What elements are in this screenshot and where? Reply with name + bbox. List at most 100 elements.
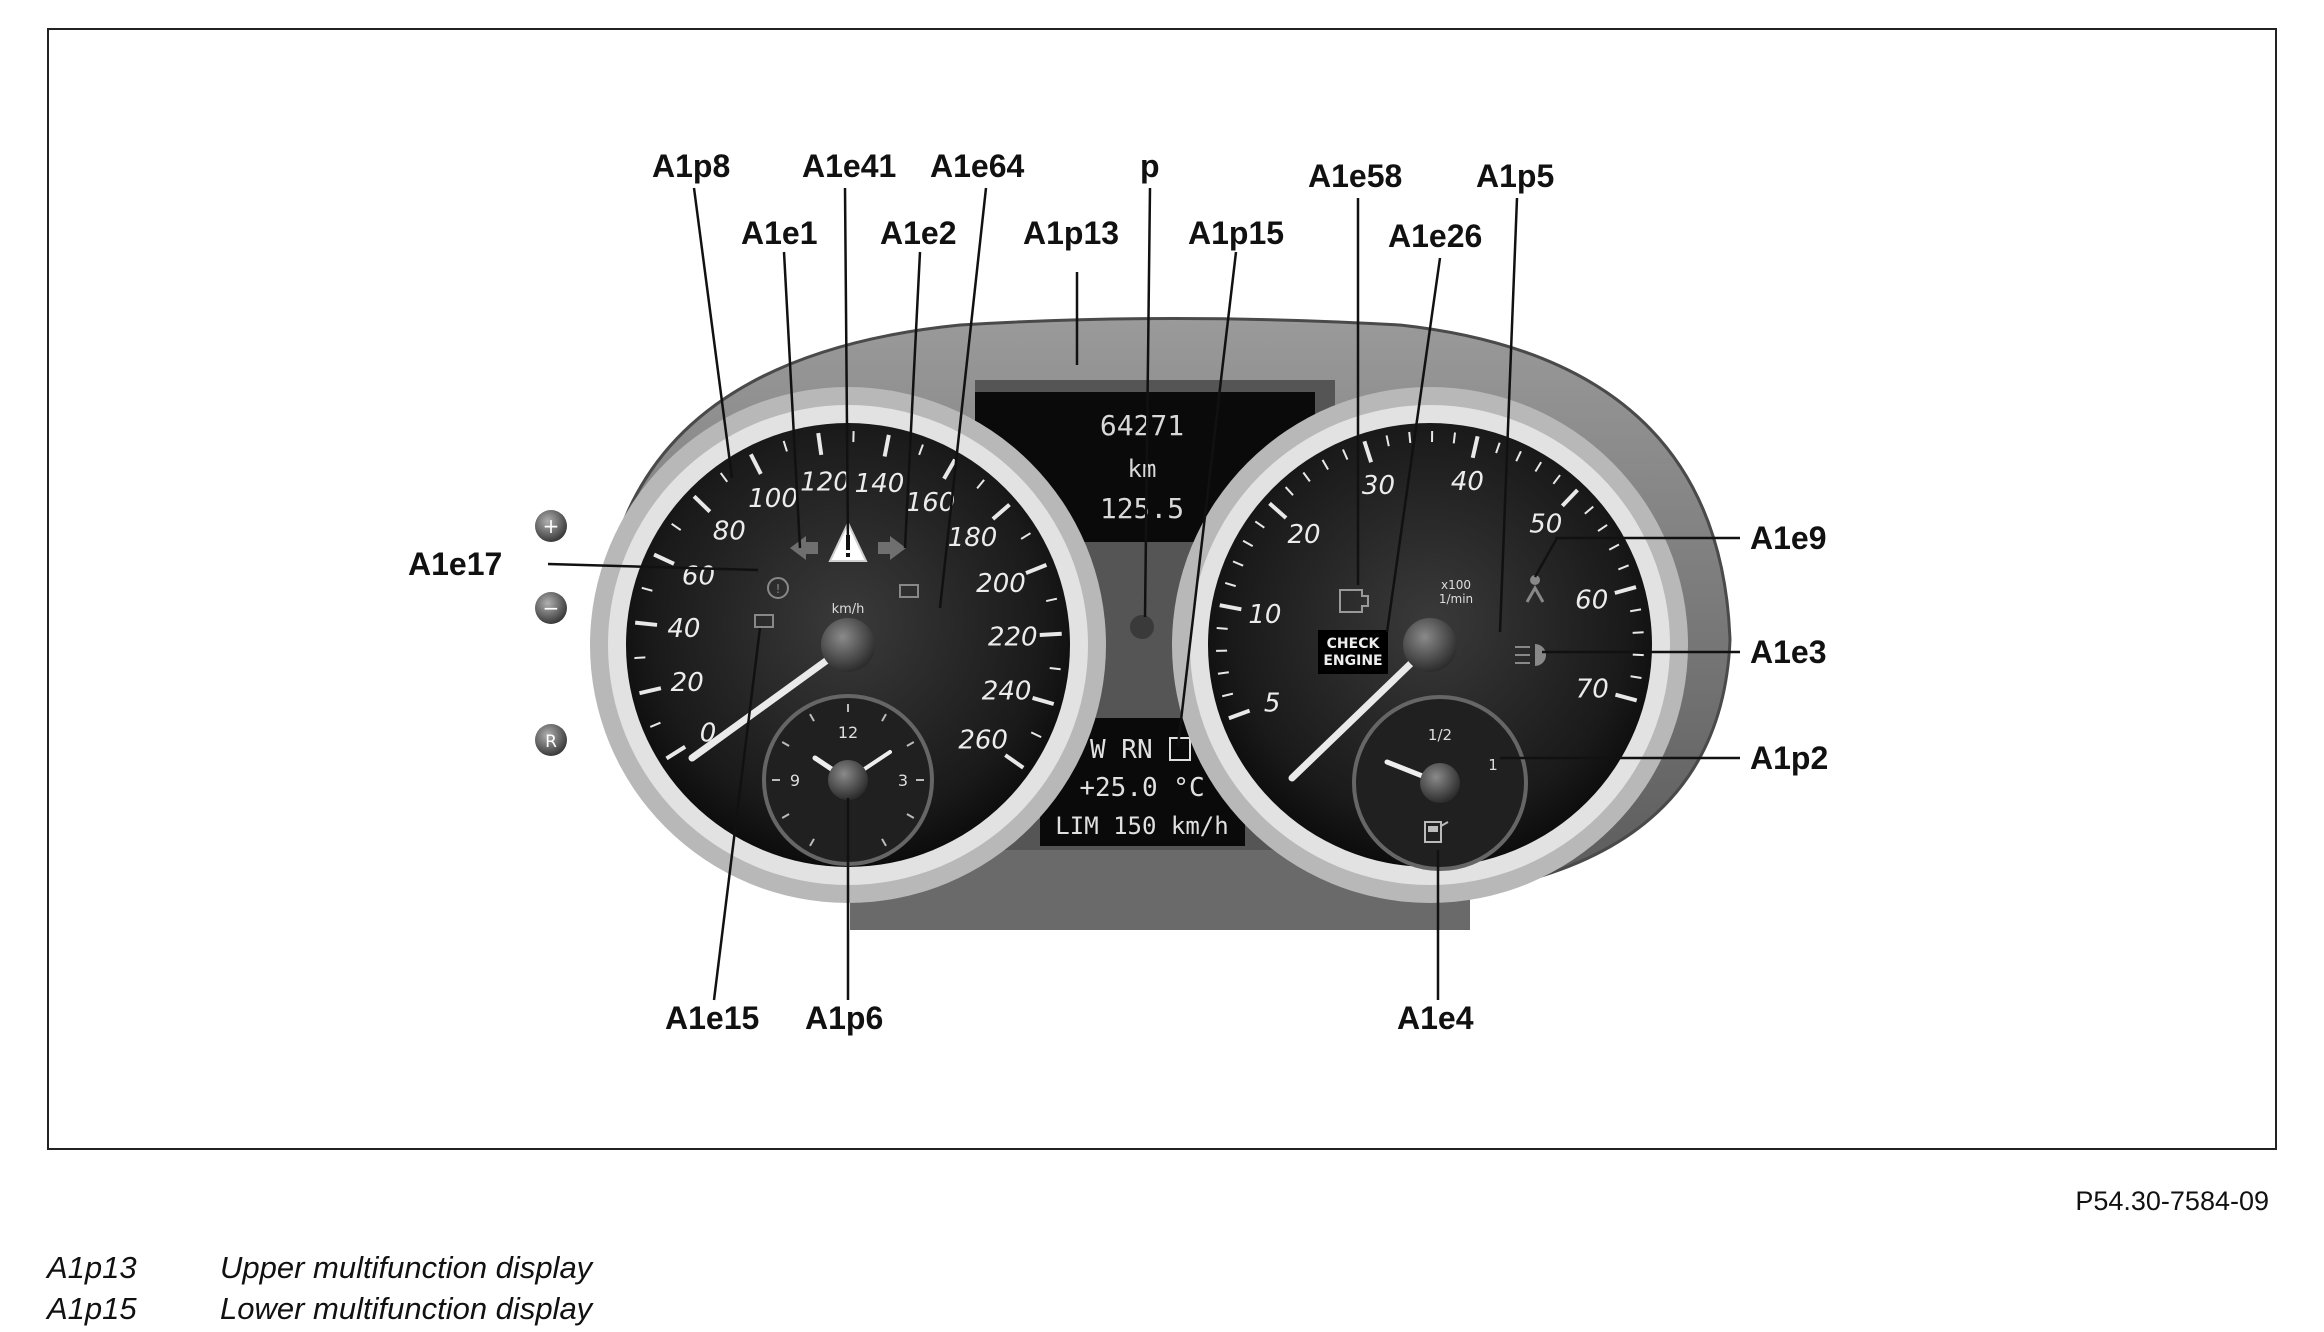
- callout-A1e15: A1e15: [665, 1000, 760, 1036]
- speedometer-scale-label: 160: [906, 488, 956, 518]
- speedometer-scale-label: 20: [671, 668, 704, 698]
- tachometer-scale-tick: [1228, 708, 1251, 721]
- tachometer-scale-tick: [1242, 539, 1254, 548]
- fuel-label-half: 1/2: [1428, 726, 1452, 744]
- speedometer-scale-tick: [671, 522, 682, 531]
- tachometer-scale-tick: [1342, 449, 1349, 460]
- speedometer-scale-label: 140: [855, 469, 905, 499]
- tachometer-scale-label: 60: [1575, 585, 1608, 615]
- callout-A1e17: A1e17: [408, 546, 503, 582]
- trip-value: 125.5: [1100, 492, 1184, 525]
- speedometer-scale-tick: [1039, 631, 1062, 637]
- tachometer-scale-label: 20: [1287, 520, 1320, 550]
- legend-code: A1p15: [47, 1291, 137, 1326]
- clock-tick: [809, 838, 815, 847]
- reset-button[interactable]: R: [535, 724, 567, 756]
- tachometer-scale-tick: [1216, 626, 1228, 630]
- clock-label-12: 12: [838, 723, 858, 742]
- tachometer-unit-bottom: 1/min: [1439, 592, 1473, 606]
- tachometer-scale-tick: [1495, 442, 1501, 454]
- tachometer-scale-label: 70: [1576, 674, 1609, 704]
- esp-icon: [899, 584, 919, 598]
- lower-display-line1: W RN: [1090, 735, 1153, 765]
- tachometer-scale-label: 40: [1451, 467, 1484, 497]
- speedometer-scale-tick: [918, 444, 924, 456]
- callout-A1e3: A1e3: [1750, 634, 1827, 670]
- legend-code: A1p13: [47, 1250, 137, 1285]
- callout-A1e4: A1e4: [1397, 1000, 1474, 1036]
- speedometer-scale-tick: [665, 745, 687, 761]
- tachometer-scale-tick: [1217, 671, 1229, 675]
- speedometer-scale-tick: [882, 434, 891, 457]
- callout-A1e1: A1e1: [741, 215, 818, 251]
- tachometer-scale-tick: [1219, 603, 1242, 612]
- speedometer-hub: [821, 618, 875, 672]
- speedometer-scale-label: 100: [748, 484, 798, 514]
- tachometer-scale-tick: [1284, 486, 1294, 496]
- clock-label-9: 9: [790, 771, 800, 790]
- tachometer-scale-tick: [1632, 631, 1644, 634]
- check-engine-icon: [1339, 589, 1369, 613]
- plus-button[interactable]: +: [535, 510, 567, 542]
- speedometer-scale-tick: [1049, 666, 1061, 671]
- tachometer-scale-label: 5: [1264, 688, 1281, 718]
- fuel-gauge: 1/2 1: [1352, 695, 1528, 871]
- tachometer-scale-tick: [1630, 608, 1642, 613]
- speedometer-scale-tick: [976, 479, 985, 489]
- tachometer-scale-tick: [1385, 435, 1390, 447]
- abs-icon: [754, 614, 774, 628]
- seatbelt-icon: [1525, 575, 1545, 603]
- speedometer-scale-label: 180: [948, 523, 998, 553]
- tachometer-scale-tick: [1560, 488, 1579, 508]
- speedometer-scale-tick: [816, 432, 824, 456]
- clock-tick: [906, 741, 915, 747]
- leader-lines: [547, 187, 1740, 1001]
- tachometer-scale-tick: [1618, 564, 1629, 571]
- tachometer-scale-tick: [1515, 450, 1522, 462]
- odometer-unit: km: [1128, 455, 1157, 483]
- speedometer-scale-tick: [1030, 731, 1042, 739]
- speedometer-scale-tick: [639, 686, 662, 696]
- tachometer-scale-tick: [1268, 501, 1288, 520]
- tachometer-unit-top: x100: [1441, 578, 1471, 592]
- speedometer-scale-label: 220: [988, 622, 1038, 652]
- fuel-pump-icon: [1424, 821, 1449, 843]
- reset-pin-p: [1130, 615, 1154, 639]
- tachometer-scale-label: 50: [1529, 509, 1562, 539]
- tachometer-hub: [1403, 618, 1457, 672]
- speedometer-scale-tick: [1025, 562, 1048, 575]
- tachometer-scale-label: 30: [1362, 471, 1395, 501]
- tachometer-scale-tick: [1552, 474, 1561, 485]
- callout-A1e64: A1e64: [930, 148, 1025, 184]
- tachometer-scale-tick: [1614, 692, 1638, 703]
- callout-A1p6: A1p6: [805, 1000, 884, 1036]
- tachometer-scale-tick: [1614, 585, 1637, 595]
- tachometer-scale-tick: [1470, 435, 1480, 459]
- speedometer-scale-tick: [634, 620, 658, 627]
- clock-tick: [881, 838, 887, 847]
- callout-A1p15: A1p15: [1188, 215, 1285, 251]
- clock-tick: [781, 741, 790, 747]
- speedometer-unit: km/h: [832, 602, 865, 617]
- speedometer-scale-label: 240: [982, 676, 1032, 706]
- tachometer-scale-label: 10: [1248, 600, 1281, 630]
- callout-A1p8: A1p8: [652, 148, 731, 184]
- speedometer-scale-tick: [649, 721, 661, 728]
- tachometer-scale-tick: [1632, 653, 1644, 657]
- callout-p: p: [1140, 148, 1160, 184]
- turn-right-icon: [878, 536, 906, 560]
- speedometer-scale-tick: [991, 503, 1011, 521]
- tachometer-needle: [1288, 641, 1434, 782]
- callout-A1e26: A1e26: [1388, 218, 1483, 254]
- minus-button[interactable]: −: [535, 592, 567, 624]
- callout-A1e58: A1e58: [1308, 158, 1403, 194]
- svg-text:+: +: [543, 514, 560, 538]
- speedometer-scale-tick: [692, 494, 712, 514]
- speedometer-scale-tick: [653, 552, 675, 566]
- speedometer-scale-tick: [634, 656, 646, 660]
- callout-A1e41: A1e41: [802, 148, 897, 184]
- svg-text:ENGINE: ENGINE: [1323, 653, 1382, 669]
- tachometer-scale-tick: [1597, 524, 1608, 532]
